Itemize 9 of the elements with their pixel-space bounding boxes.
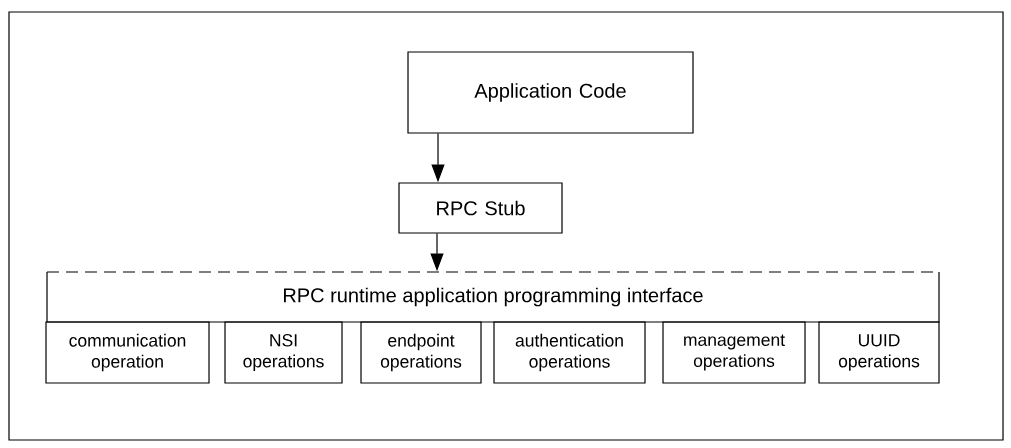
operation-box: endpoint operations [360,321,482,384]
operation-box: UUID operations [818,321,940,384]
process-box: Application Code [407,51,694,134]
operation-box: communication operation [45,321,210,384]
operation-box: management operations [662,321,806,384]
operation-box: authentication operations [493,321,646,384]
process-box: RPC Stub [398,182,563,234]
operation-box: NSI operations [224,321,343,384]
interface-band: RPC runtime application programming interface [46,271,940,323]
